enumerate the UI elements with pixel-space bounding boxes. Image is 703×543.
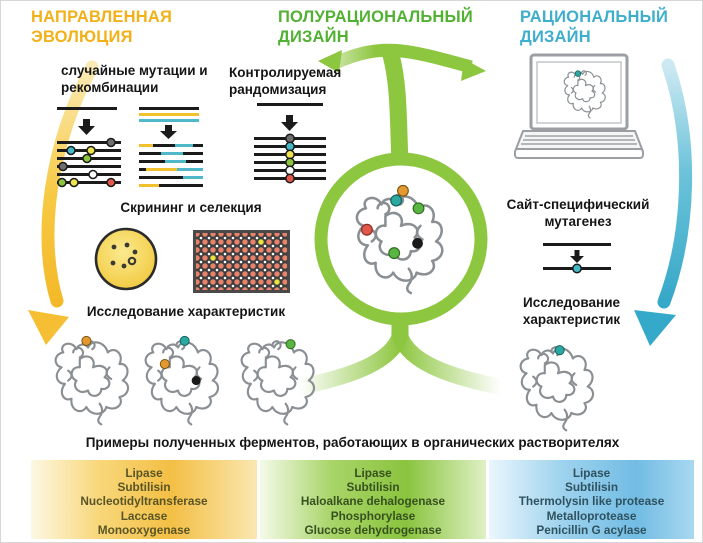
enzyme-item: Subtilisin xyxy=(564,480,619,495)
controlled-randomization-diagram xyxy=(254,103,326,184)
rational-design-title: РАЦИОНАЛЬНЫЙ ДИЗАЙН xyxy=(520,8,669,46)
enzyme-item: Subtilisin xyxy=(346,480,400,495)
recombination-diagram xyxy=(139,107,203,187)
random-mutations-diagram xyxy=(57,107,121,188)
random-mutations-label: случайные мутации и рекомбинации xyxy=(61,63,208,95)
protein-structure xyxy=(515,345,601,432)
enzyme-item: Haloalkane dehalogenase xyxy=(300,494,446,509)
enzyme-item: Laccase xyxy=(120,508,168,523)
controlled-randomization-label: Контролируемая рандомизация xyxy=(229,65,342,97)
enzyme-item: Lipase xyxy=(125,466,163,480)
laptop-icon xyxy=(514,53,644,159)
enzyme-item: Phosphorylase xyxy=(330,508,416,523)
enzyme-item: Glucose dehydrogenase xyxy=(304,522,442,537)
site-specific-mutagenesis-label: Сайт-специфический мутагенез xyxy=(506,197,650,229)
petri-dish xyxy=(94,227,158,291)
site-mutagenesis-diagram xyxy=(543,243,611,274)
rational-design-arrow-icon xyxy=(634,58,693,346)
microplate xyxy=(193,230,290,293)
characterization-label-right: Исследование характеристик xyxy=(522,295,621,327)
enzyme-item: Nucleotidyltransferase xyxy=(80,494,208,509)
enzyme-item: Lipase xyxy=(572,466,611,480)
enzyme-item: Penicillin G acylase xyxy=(536,522,647,537)
characterization-label-left: Исследование характеристик xyxy=(86,304,286,319)
protein-structure xyxy=(51,335,135,426)
enzyme-item: Monooxygenase xyxy=(97,522,191,537)
protein-structure xyxy=(237,339,321,426)
directed-evolution-arrow-icon xyxy=(28,60,99,345)
enzyme-item: Lipase xyxy=(354,466,392,480)
protein-structure-magnified xyxy=(346,184,456,295)
examples-title: Примеры полученных ферментов, работающих… xyxy=(85,435,620,450)
screening-selection-label: Скрининг и селекция xyxy=(120,200,262,215)
enzyme-item: Metalloprotease xyxy=(546,508,637,523)
semi-rational-tree-icon xyxy=(297,43,503,395)
directed-evolution-title: НАПРАВЛЕННАЯ ЭВОЛЮЦИЯ xyxy=(31,8,173,46)
enzyme-item: Subtilisin xyxy=(117,480,171,495)
semi-rational-title: ПОЛУРАЦИОНАЛЬНЫЙ ДИЗАЙН xyxy=(278,8,473,46)
protein-structure xyxy=(141,335,225,426)
enzyme-item: Thermolysin like protease xyxy=(518,494,665,509)
